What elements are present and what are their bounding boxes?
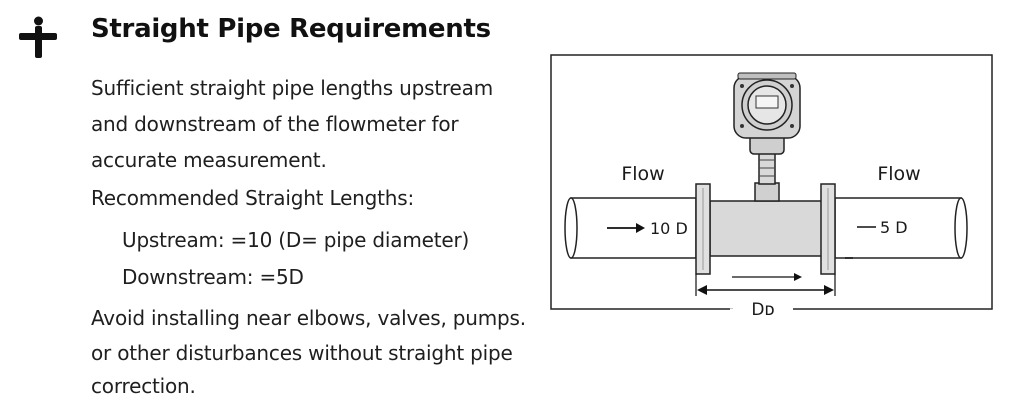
downstream-length-label: 5 D [880,218,908,237]
pipe-installation-diagram: Flow Flow 10 D 5 D Dᴅ [550,54,993,320]
upstream-length-label: 10 D [650,219,688,238]
flowmeter-transmitter [733,72,801,202]
avoid-line-2: or other disturbances without straight p… [91,341,513,365]
flow-label-right: Flow [877,163,920,185]
upstream-arrow-icon [607,223,645,233]
description-line-1: Sufficient straight pipe lengths upstrea… [91,76,494,100]
description-line-2: and downstream of the flowmeter for [91,112,459,136]
meter-body [709,200,823,257]
upstream-requirement: Upstream: =10 (D= pipe diameter) [122,228,470,252]
page-title: Straight Pipe Requirements [91,14,491,44]
dimension-label: Dᴅ [751,300,774,320]
dimension-line [695,274,836,296]
description-line-3: accurate measurement. [91,148,327,172]
downstream-requirement: Downstream: =5D [122,265,304,289]
pipe-plus-icon [19,16,57,58]
meter-flow-arrow-icon [732,273,802,281]
flow-label-left: Flow [621,163,664,185]
recommended-heading: Recommended Straight Lengths: [91,186,415,210]
avoid-line-1: Avoid installing near elbows, valves, pu… [91,306,526,330]
avoid-line-3: correction. [91,374,196,398]
